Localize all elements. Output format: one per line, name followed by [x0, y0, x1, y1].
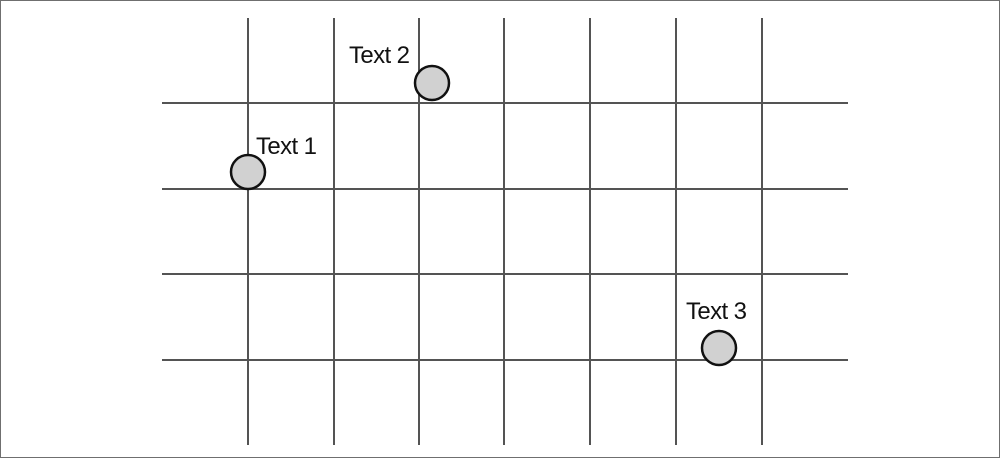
point-label-3: Text 3	[686, 298, 747, 325]
point-label-2: Text 2	[349, 42, 410, 69]
point-marker-3	[700, 329, 738, 367]
point-marker-1	[229, 153, 267, 191]
point-label-1: Text 1	[256, 133, 317, 160]
point-text-3: Text 3	[686, 298, 747, 367]
point-marker-2	[413, 64, 451, 102]
point-text-2: Text 2	[349, 42, 451, 102]
vertical-grid-lines	[247, 18, 763, 445]
horizontal-grid-lines	[162, 102, 848, 361]
point-text-1: Text 1	[229, 133, 317, 191]
